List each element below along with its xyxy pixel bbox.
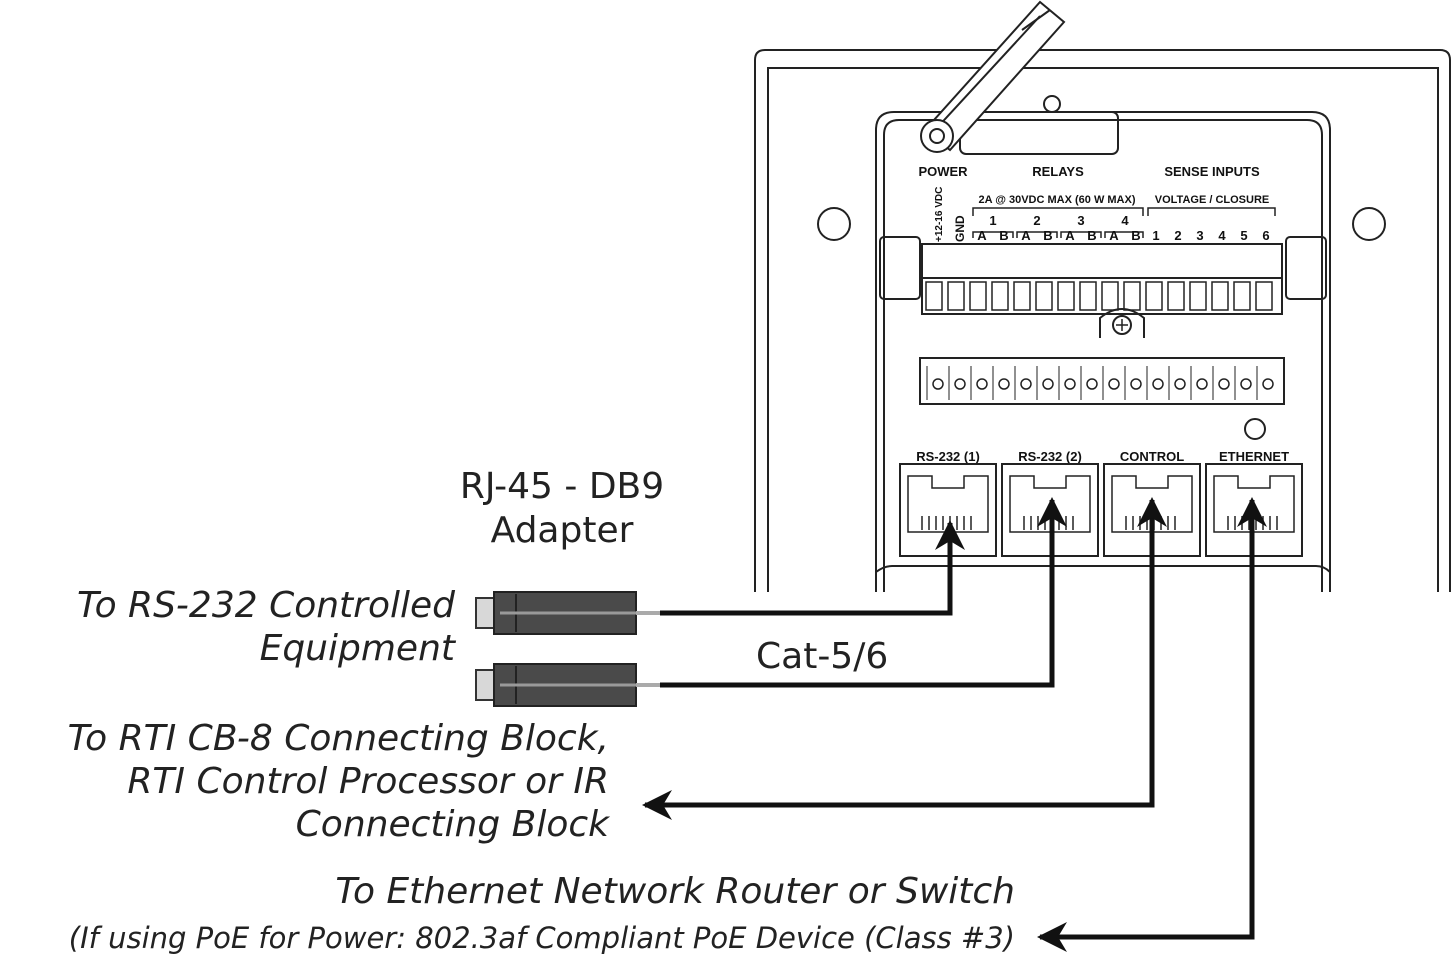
relay-ab-label: B: [999, 228, 1008, 243]
relay-rating-label: 2A @ 30VDC MAX (60 W MAX): [978, 194, 1135, 206]
screw-terminal: [1086, 378, 1098, 390]
status-led: [1244, 418, 1266, 440]
rating-brackets: [972, 207, 1276, 238]
rj45-db9-adapter-1: [475, 591, 660, 635]
power-label: POWER: [918, 164, 968, 179]
terminal-slot: [1013, 281, 1031, 311]
terminal-slots: [925, 281, 1273, 311]
terminal-block-lower: [919, 357, 1285, 405]
rs232-equipment-label-line2: Equipment: [259, 628, 455, 669]
device-wallplate: [754, 49, 1451, 592]
screw-terminal: [932, 378, 944, 390]
screw-terminal: [1218, 378, 1230, 390]
terminal-slot: [1123, 281, 1141, 311]
screw-terminal: [1108, 378, 1120, 390]
center-screw: [1099, 308, 1145, 338]
relay-number: 3: [1077, 213, 1084, 228]
sense-input-number: 4: [1218, 228, 1226, 243]
mounting-hole-right: [1352, 207, 1386, 241]
terminal-slot: [925, 281, 943, 311]
adapter-label-line2: Adapter: [490, 510, 634, 551]
adapter-label-line1: RJ-45 - DB9: [459, 466, 665, 507]
relay-number: 2: [1033, 213, 1040, 228]
relays-label: RELAYS: [1032, 164, 1084, 179]
sense-input-number: 2: [1174, 228, 1181, 243]
screw-terminal: [1130, 378, 1142, 390]
control-label-line2: RTI Control Processor or IR: [127, 761, 609, 802]
cable-label: Cat-5/6: [756, 636, 889, 677]
terminal-slot: [1057, 281, 1075, 311]
screw-terminal: [954, 378, 966, 390]
screw-terminal: [998, 378, 1010, 390]
cables: [642, 497, 1267, 952]
screw-terminal: [1174, 378, 1186, 390]
terminal-slot: [1255, 281, 1273, 311]
relay-ab-label: B: [1131, 228, 1140, 243]
relay-ab-label: A: [1021, 228, 1031, 243]
gnd-label: GND: [953, 215, 967, 242]
port-label: RS-232 (1): [916, 449, 980, 464]
terminal-slot: [1211, 281, 1229, 311]
relay-ab-label: A: [977, 228, 987, 243]
relay-ab-label: B: [1087, 228, 1096, 243]
relay-number: 4: [1121, 213, 1129, 228]
control-label-line3: Connecting Block: [295, 804, 609, 845]
relay-ab-label: A: [1109, 228, 1119, 243]
rs232-equipment-label-line1: To RS-232 Controlled: [77, 585, 455, 626]
screw-terminals: [926, 366, 1274, 400]
port-label: RS-232 (2): [1018, 449, 1082, 464]
mounting-hole-left: [817, 207, 851, 241]
screw-terminal: [976, 378, 988, 390]
terminal-slot: [1101, 281, 1119, 311]
terminal-slot: [969, 281, 987, 311]
sense-input-number: 5: [1240, 228, 1247, 243]
ethernet-label: To Ethernet Network Router or Switch: [335, 871, 1015, 912]
sense-input-number: 3: [1196, 228, 1203, 243]
screw-terminal: [1240, 378, 1252, 390]
screw-terminal: [1262, 378, 1274, 390]
sense-input-number: 1: [1152, 228, 1159, 243]
rj45-ports: RS-232 (1) RS-232 (2) CONTROL ETHERNET: [899, 449, 1303, 557]
power-voltage-label: +12-16 VDC: [934, 187, 945, 242]
cable-ethernet: [1037, 497, 1267, 952]
terminal-slot: [1167, 281, 1185, 311]
terminal-slot: [1189, 281, 1207, 311]
rj45-db9-adapter-2: [475, 663, 660, 707]
relay-ab-label: A: [1065, 228, 1075, 243]
screw-terminal: [1064, 378, 1076, 390]
port-label: ETHERNET: [1219, 449, 1289, 464]
terminal-slot: [1145, 281, 1163, 311]
relay-number-labels: 1 2 3 4: [989, 213, 1129, 228]
sense-input-number: 6: [1262, 228, 1269, 243]
relay-number: 1: [989, 213, 996, 228]
terminal-slot: [1079, 281, 1097, 311]
screw-terminal: [1020, 378, 1032, 390]
sense-inputs-label: SENSE INPUTS: [1164, 164, 1260, 179]
relay-ab-label: B: [1043, 228, 1052, 243]
sense-type-label: VOLTAGE / CLOSURE: [1155, 194, 1270, 206]
screw-terminal: [1152, 378, 1164, 390]
screw-terminal: [1196, 378, 1208, 390]
terminal-slot: [1035, 281, 1053, 311]
terminal-slot: [947, 281, 965, 311]
terminal-slot: [991, 281, 1009, 311]
screw-terminal: [1042, 378, 1054, 390]
port-label: CONTROL: [1120, 449, 1184, 464]
control-label-line1: To RTI CB-8 Connecting Block,: [67, 718, 609, 759]
poe-label: (If using PoE for Power: 802.3af Complia…: [68, 921, 1015, 955]
terminal-slot: [1233, 281, 1251, 311]
